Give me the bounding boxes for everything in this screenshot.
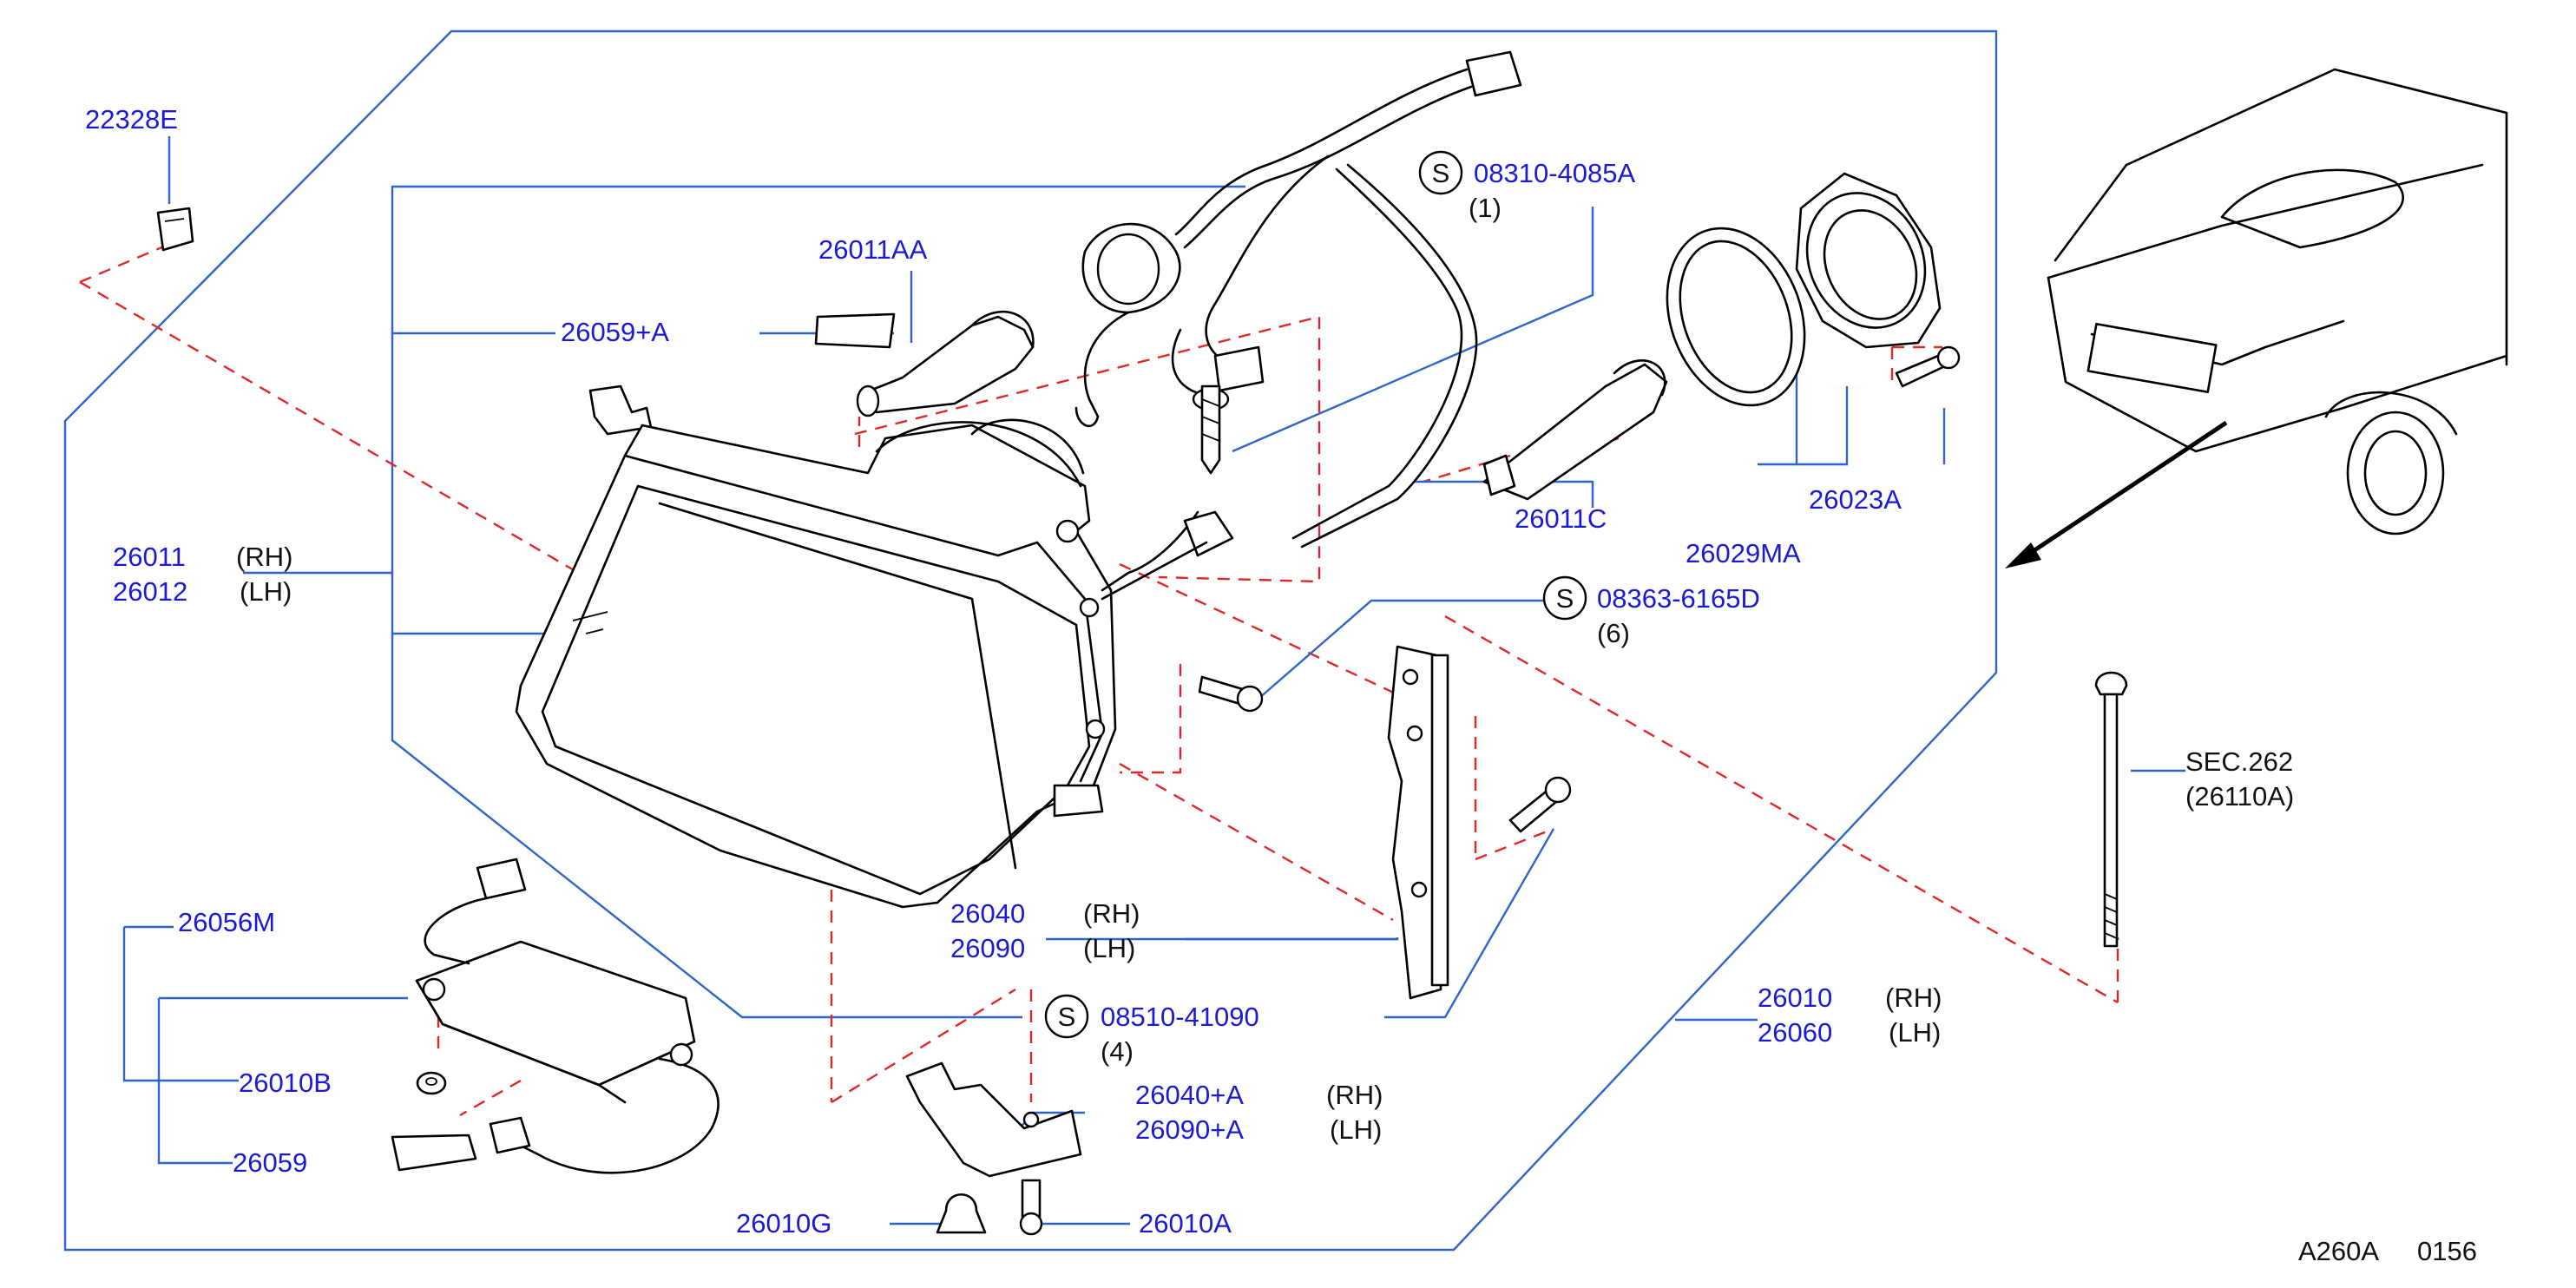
tape-26059a-icon bbox=[814, 312, 896, 349]
screw-26010a-icon bbox=[1019, 1179, 1043, 1236]
label-26011c: 26011C bbox=[1515, 503, 1607, 534]
label-lh-1: (LH) bbox=[240, 576, 292, 607]
svg-text:S: S bbox=[1556, 583, 1574, 614]
headlamp-assembly-icon bbox=[515, 384, 1117, 909]
s-symbol-2: S bbox=[1542, 575, 1587, 621]
label-26029ma: 26029MA bbox=[1686, 538, 1801, 568]
housing-outline bbox=[391, 185, 1245, 1019]
s-symbol-3: S bbox=[1044, 994, 1089, 1039]
label-lh-2: (LH) bbox=[1083, 933, 1135, 963]
cap-icon bbox=[1795, 172, 1942, 349]
assembly-outline bbox=[63, 30, 1998, 1252]
label-26011aa: 26011AA bbox=[818, 234, 928, 265]
label-26010g: 26010G bbox=[736, 1208, 831, 1239]
label-08510: 08510-41090 bbox=[1101, 1002, 1259, 1032]
label-rh-2: (RH) bbox=[1083, 898, 1140, 929]
label-qty-1: (1) bbox=[1469, 193, 1502, 223]
label-rh-4: (RH) bbox=[1326, 1080, 1383, 1110]
bolt-sec262-icon bbox=[2094, 671, 2128, 948]
svg-text:S: S bbox=[1058, 1002, 1076, 1032]
label-26110a: (26110A) bbox=[2185, 781, 2294, 812]
label-26010b: 26010B bbox=[239, 1068, 332, 1098]
label-26040: 26040 bbox=[950, 898, 1025, 929]
control-unit-icon bbox=[415, 858, 720, 1174]
label-22328e: 22328E bbox=[85, 104, 178, 135]
label-26011: 26011 bbox=[113, 542, 186, 572]
label-26010: 26010 bbox=[1758, 982, 1832, 1013]
label-08310: 08310-4085A bbox=[1474, 158, 1635, 188]
grommet-26010g-icon bbox=[936, 1193, 987, 1234]
label-qty-2: (6) bbox=[1597, 618, 1630, 648]
bulb-26011aa-icon bbox=[856, 222, 1181, 417]
label-sec262: SEC.262 bbox=[2185, 746, 2293, 777]
group-outlines bbox=[63, 30, 1998, 1252]
tape-26059-icon bbox=[391, 1134, 477, 1172]
label-26060: 26060 bbox=[1758, 1017, 1832, 1048]
direction-arrow-icon bbox=[2005, 420, 2228, 568]
screw-08510-icon bbox=[1508, 776, 1572, 833]
gasket-26029ma-icon bbox=[1666, 227, 1806, 407]
bulb-26011c-icon bbox=[1482, 359, 1668, 501]
vehicle-icon bbox=[2047, 68, 2508, 536]
screw-08310-icon bbox=[1200, 384, 1221, 475]
label-page-number: 0156 bbox=[2417, 1236, 2477, 1266]
label-lh-3: (LH) bbox=[1889, 1017, 1941, 1048]
label-qty-3: (4) bbox=[1101, 1036, 1134, 1067]
label-26056m: 26056M bbox=[178, 907, 275, 937]
label-rh-3: (RH) bbox=[1885, 982, 1942, 1013]
bracket-26040a-icon bbox=[905, 1061, 1082, 1178]
label-26040a: 26040+A bbox=[1135, 1080, 1244, 1110]
label-26090: 26090 bbox=[950, 933, 1025, 963]
label-26023a: 26023A bbox=[1809, 484, 1902, 515]
s-symbol-1: S bbox=[1418, 150, 1463, 195]
label-26059: 26059 bbox=[233, 1147, 307, 1178]
clip-22328e bbox=[156, 207, 194, 252]
label-26010a: 26010A bbox=[1139, 1208, 1232, 1239]
svg-text:S: S bbox=[1432, 158, 1450, 188]
label-26090a: 26090+A bbox=[1135, 1114, 1244, 1145]
bracket-26040-icon bbox=[1387, 645, 1449, 1000]
label-diagram-code: A260A bbox=[2298, 1236, 2379, 1266]
screw-26023a-icon bbox=[1895, 345, 1961, 388]
label-08363: 08363-6165D bbox=[1597, 583, 1760, 614]
label-26059a: 26059+A bbox=[561, 317, 669, 347]
label-rh-1: (RH) bbox=[236, 542, 292, 572]
nut-26010b-icon bbox=[416, 1071, 447, 1095]
label-lh-4: (LH) bbox=[1330, 1114, 1382, 1145]
part-labels: 22328E 26011AA 26059+A 26011 (RH) 26012 … bbox=[85, 104, 2477, 1266]
screw-08363-icon bbox=[1198, 675, 1264, 713]
harness-icon bbox=[1074, 50, 1522, 601]
label-26012: 26012 bbox=[113, 576, 187, 607]
